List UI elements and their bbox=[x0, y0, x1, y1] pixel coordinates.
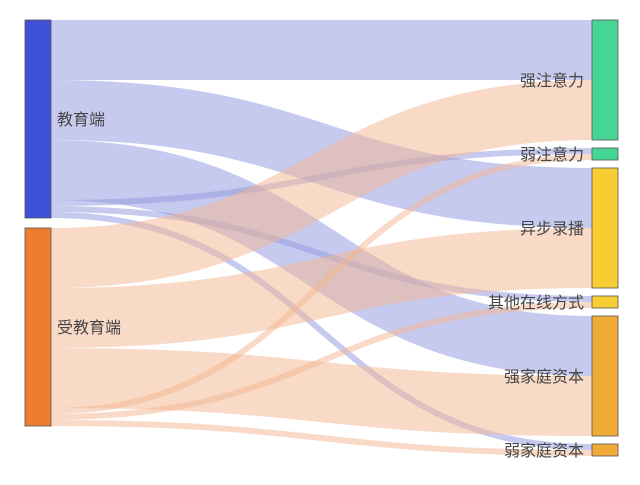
node-edu bbox=[24, 19, 52, 219]
node-other bbox=[591, 295, 619, 309]
node-stu bbox=[24, 227, 52, 427]
node-async bbox=[591, 167, 619, 289]
node-label-fam_s: 强家庭资本 bbox=[504, 367, 584, 386]
node-label-fam_w: 弱家庭资本 bbox=[504, 441, 584, 460]
link-stu-fam_w bbox=[50, 420, 593, 456]
link-edu-other bbox=[50, 206, 593, 302]
node-label-att_s: 强注意力 bbox=[520, 71, 584, 90]
link-stu-other bbox=[50, 302, 593, 420]
link-stu-att_s bbox=[50, 80, 593, 288]
node-label-edu: 教育端 bbox=[57, 110, 105, 129]
link-stu-att_w bbox=[50, 154, 593, 414]
node-att_s bbox=[591, 19, 619, 141]
node-label-other: 其他在线方式 bbox=[488, 293, 584, 312]
node-label-att_w: 弱注意力 bbox=[520, 145, 584, 164]
node-att_w bbox=[591, 147, 619, 161]
link-stu-fam_s bbox=[50, 348, 593, 436]
node-label-stu: 受教育端 bbox=[57, 318, 121, 337]
node-label-async: 异步录播 bbox=[520, 219, 584, 238]
node-fam_w bbox=[591, 443, 619, 457]
node-fam_s bbox=[591, 315, 619, 437]
